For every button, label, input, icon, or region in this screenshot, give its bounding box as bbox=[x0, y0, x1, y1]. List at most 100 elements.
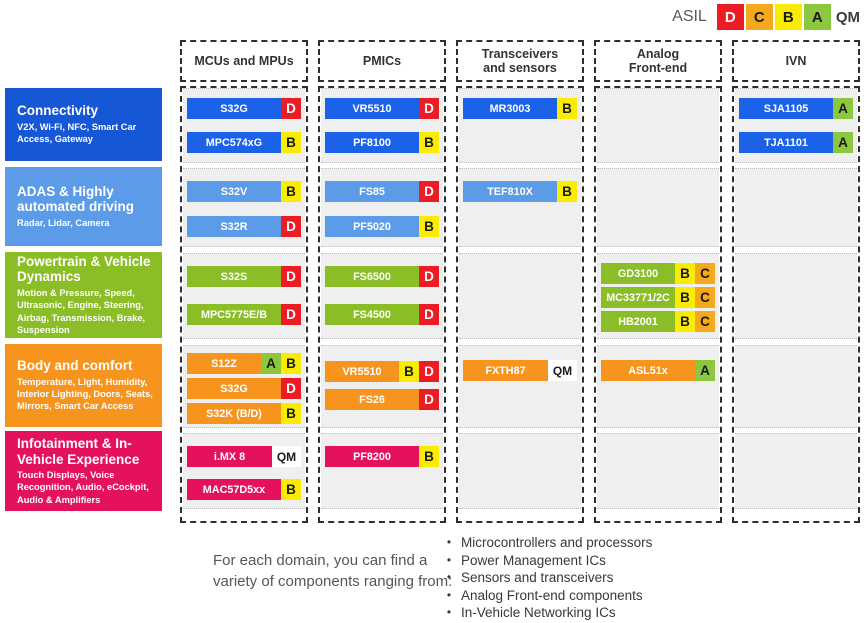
asil-badge-C: C bbox=[695, 311, 715, 332]
asil-level-D: D bbox=[716, 4, 744, 30]
asil-badge-B: B bbox=[281, 479, 301, 500]
footer-bullet-text: Microcontrollers and processors bbox=[461, 535, 653, 550]
asil-badge-A: A bbox=[833, 98, 853, 119]
asil-badge-D: D bbox=[281, 216, 301, 237]
chip-label: PF5020 bbox=[325, 216, 419, 237]
asil-badge-D: D bbox=[419, 361, 439, 382]
cell-infotainment-in-vehicle-experience-transceivers bbox=[459, 433, 581, 509]
asil-badge-B: B bbox=[281, 132, 301, 153]
footer-bullet-text: In-Vehicle Networking ICs bbox=[461, 605, 616, 620]
chip-label: MPC5775E/B bbox=[187, 304, 281, 325]
chip-label: MR3003 bbox=[463, 98, 557, 119]
asil-badge-D: D bbox=[419, 304, 439, 325]
cell-powertrain-vehicle-dynamics-transceivers bbox=[459, 253, 581, 339]
footer-bullet-item: • In-Vehicle Networking ICs bbox=[437, 604, 652, 622]
asil-badge-B: B bbox=[419, 132, 439, 153]
asil-badge-C: C bbox=[695, 263, 715, 284]
cell-infotainment-in-vehicle-experience-analog bbox=[597, 433, 719, 509]
chip-label: FS85 bbox=[325, 181, 419, 202]
cell-adas-highly-automated-driving-ivn bbox=[735, 168, 857, 247]
footer-bullet-item: •Sensors and transceivers bbox=[437, 569, 652, 587]
cell-adas-highly-automated-driving-analog bbox=[597, 168, 719, 247]
chip-label: PF8200 bbox=[325, 446, 419, 467]
bullet-icon: • bbox=[446, 587, 452, 602]
footer-bullet-text: Analog Front-end components bbox=[461, 587, 643, 603]
chip-label: VR5510 bbox=[325, 98, 419, 119]
asil-badge-D: D bbox=[419, 389, 439, 410]
footer-intro: For each domain, you can find a variety … bbox=[213, 552, 453, 590]
asil-badge-B: B bbox=[557, 181, 577, 202]
chip-label: PF8100 bbox=[325, 132, 419, 153]
chip-label: ASL51x bbox=[601, 360, 695, 381]
asil-badge-D: D bbox=[419, 98, 439, 119]
footer-bullet-text: Sensors and transceivers bbox=[461, 570, 614, 585]
asil-badge-D: D bbox=[281, 266, 301, 287]
chip-label: SJA1105 bbox=[739, 98, 833, 119]
chip-label: FXTH87 bbox=[463, 360, 548, 381]
asil-badge-B: B bbox=[557, 98, 577, 119]
asil-badge-D: D bbox=[419, 266, 439, 287]
asil-level-C: C bbox=[745, 4, 773, 30]
asil-badge-B: B bbox=[281, 403, 301, 424]
chip-label: S32S bbox=[187, 266, 281, 287]
footer-bullet-item: • Analog Front-end components bbox=[437, 587, 652, 605]
column-header-ivn: IVN bbox=[732, 40, 860, 82]
asil-legend-qm: QM bbox=[835, 8, 860, 26]
asil-badge-D: D bbox=[281, 98, 301, 119]
domain-subtitle: Motion & Pressure, Speed, Ultrasonic, En… bbox=[17, 287, 146, 335]
domain-subtitle: V2X, Wi-Fi, NFC, Smart Car Access, Gatew… bbox=[17, 121, 137, 145]
asil-badge-C: C bbox=[695, 287, 715, 308]
asil-badge-D: D bbox=[281, 304, 301, 325]
domain-title: Powertrain & Vehicle Dynamics bbox=[17, 253, 151, 285]
chip-label: S32K (B/D) bbox=[187, 403, 281, 424]
asil-level-B: B bbox=[774, 4, 802, 30]
chip-label: TEF810X bbox=[463, 181, 557, 202]
chip-label: S32G bbox=[187, 378, 281, 399]
bullet-icon: • bbox=[446, 535, 452, 549]
bullet-icon: • bbox=[446, 605, 452, 619]
asil-badge-D: D bbox=[281, 378, 301, 399]
asil-badge-B: B bbox=[675, 311, 695, 332]
asil-legend-label: ASIL bbox=[672, 8, 707, 25]
chip-label: TJA1101 bbox=[739, 132, 833, 153]
asil-badge-B: B bbox=[281, 353, 301, 374]
bullet-icon: • bbox=[446, 552, 452, 567]
chip-label: FS4500 bbox=[325, 304, 419, 325]
footer-bullet-list: •Microcontrollers and processors•Power M… bbox=[437, 534, 652, 622]
asil-badge-QM: QM bbox=[548, 360, 577, 381]
asil-badge-D: D bbox=[419, 181, 439, 202]
chip-label: i.MX 8 bbox=[187, 446, 272, 467]
